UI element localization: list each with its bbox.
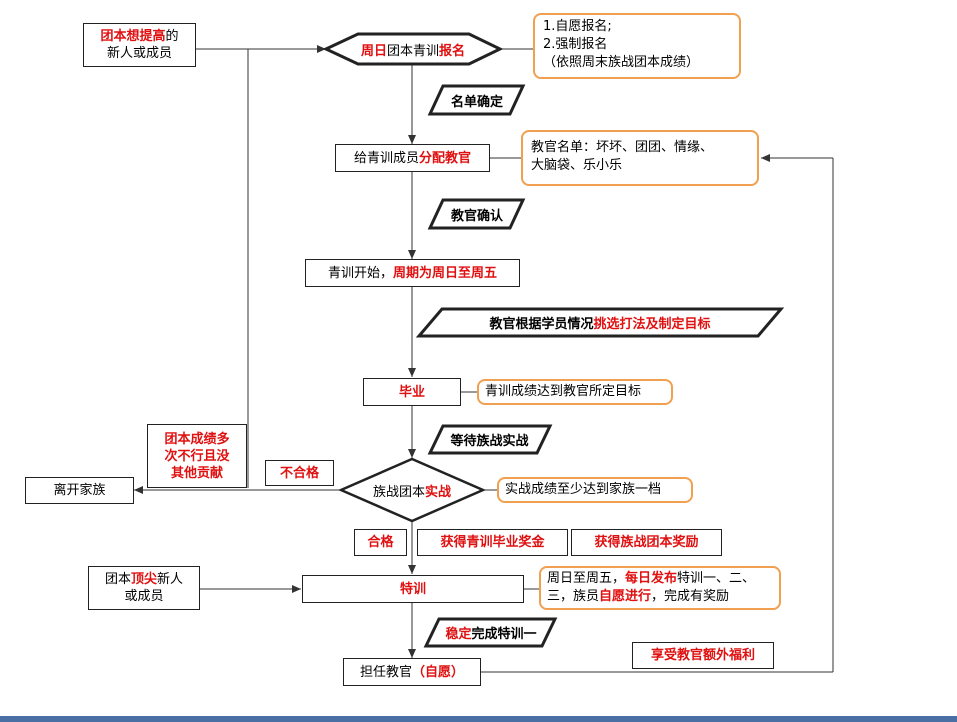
special-note: 周日至周五，每日发布特训一、二、 三，族员自愿进行，完成有奖励 (539, 566, 781, 610)
graduate-note: 青训成绩达到教官所定目标 (477, 379, 673, 405)
pick-pre: 教官根据学员情况 (489, 317, 594, 332)
assign-red: 分配教官 (419, 150, 472, 166)
signup-red2: 报名 (439, 43, 466, 59)
poor-line1: 团本成绩多 (164, 431, 230, 447)
wait-label: 等待族战实战 (450, 434, 529, 449)
pick-red: 挑选打法及制定目标 (593, 317, 711, 332)
signup-note-line1: 1.自愿报名; (543, 19, 612, 34)
signup-note: 1.自愿报名; 2.强制报名 （依照周末族战团本成绩） (533, 13, 741, 79)
coach-node: 担任教官（自愿） (343, 658, 481, 686)
battle-note: 实战成绩至少达到家族一档 (497, 477, 693, 503)
signup-note-line3: （依照周末族战团本成绩） (543, 55, 700, 70)
graduate-node: 毕业 (363, 378, 461, 406)
top-post: 新人 (157, 572, 184, 587)
start-pre: 青训开始， (327, 265, 393, 281)
improve-red: 团本想提高 (100, 29, 166, 44)
signup-mid: 团本青训 (386, 43, 439, 59)
poor-label: 团本成绩多 次不行且没 其他贡献 (147, 424, 247, 488)
special-node: 特训 (302, 575, 524, 603)
pass-label: 合格 (354, 529, 407, 556)
top-red: 顶尖 (130, 572, 157, 587)
signup-shape (322, 32, 504, 66)
stable-label: 稳定完成特训一 (430, 619, 552, 646)
welfare-label: 享受教官额外福利 (632, 642, 774, 669)
assign-node: 给青训成员分配教官 (335, 144, 490, 172)
coach-note-line2: 大脑袋、乐小乐 (531, 158, 623, 173)
fail-label: 不合格 (265, 460, 334, 486)
special-l1red: 每日发布 (625, 571, 678, 586)
coach-confirm-label: 教官确认 (450, 208, 503, 224)
battle-node: 族战团本实战 (356, 478, 468, 502)
battle-shape (337, 457, 487, 523)
signup-red1: 周日 (360, 43, 387, 59)
improve-node: 团本想提高的 新人或成员 (83, 23, 196, 67)
stable-red: 稳定 (445, 627, 472, 642)
start-node: 青训开始，周期为周日至周五 (305, 259, 520, 287)
top-line2: 或成员 (124, 589, 164, 604)
battle-pre: 族战团本 (372, 484, 425, 500)
special-l1b: 特训一、二、 (677, 571, 756, 586)
poor-line2: 次不行且没 (164, 448, 230, 464)
coach-pre: 担任教官 (359, 664, 412, 680)
coach-red: （自愿） (412, 664, 465, 680)
coach-note: 教官名单：坏坏、团团、情缘、 大脑袋、乐小乐 (521, 130, 759, 186)
signup-node: 周日团本青训报名 (340, 36, 486, 62)
top-pre: 团本 (104, 572, 131, 587)
improve-line2: 新人或成员 (106, 46, 172, 61)
leave-node: 离开家族 (25, 477, 134, 504)
coach-note-line1: 教官名单：坏坏、团团、情缘、 (531, 140, 714, 155)
assign-pre: 给青训成员 (353, 150, 419, 166)
battle-red: 实战 (425, 484, 452, 500)
bonus2-label: 获得族战团本奖励 (571, 529, 722, 556)
improve-rest: 的 (165, 29, 179, 44)
special-l2b: ，完成有奖励 (651, 589, 730, 604)
special-l2red: 自愿进行 (599, 589, 652, 604)
top-node: 团本顶尖新人 或成员 (88, 566, 200, 610)
stable-rest: 完成特训一 (471, 627, 537, 642)
start-red: 周期为周日至周五 (393, 265, 498, 281)
poor-line3: 其他贡献 (170, 465, 223, 481)
bonus1-label: 获得青训毕业奖金 (417, 529, 568, 556)
bottom-bar (0, 716, 957, 722)
signup-note-line2: 2.强制报名 (543, 37, 608, 52)
special-l2a: 三，族员 (547, 589, 600, 604)
list-confirm-label: 名单确定 (450, 94, 503, 110)
pick-label: 教官根据学员情况挑选打法及制定目标 (430, 309, 770, 336)
special-l1a: 周日至周五， (547, 571, 626, 586)
